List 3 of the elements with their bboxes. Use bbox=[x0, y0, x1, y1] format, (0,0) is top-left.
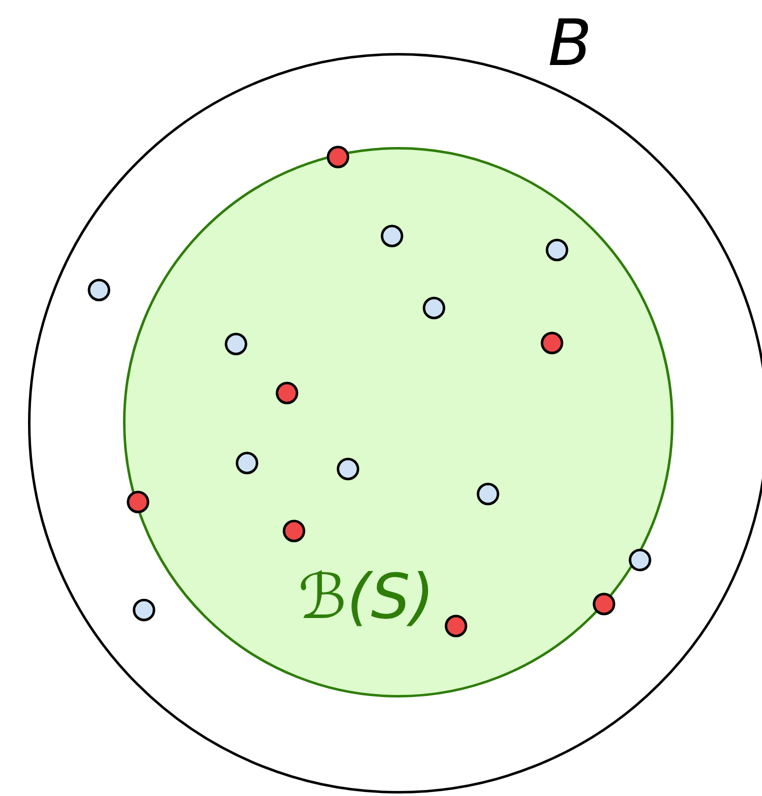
set-label: B bbox=[548, 12, 592, 76]
set-label: ℬ(S) bbox=[298, 566, 434, 628]
inner-circle bbox=[122, 146, 673, 697]
